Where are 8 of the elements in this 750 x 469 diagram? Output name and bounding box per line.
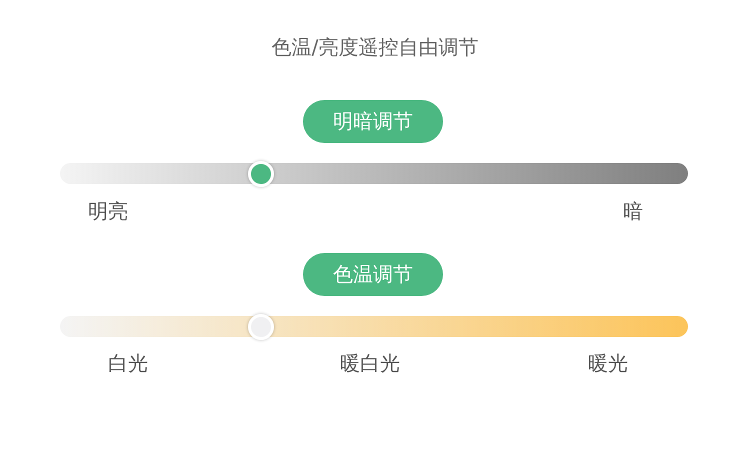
slider-end-label: 暖光	[588, 350, 628, 377]
slider-end-label: 暖白光	[340, 350, 400, 377]
slider-end-label: 白光	[108, 350, 148, 377]
slider-end-label: 明亮	[88, 198, 128, 225]
slider-end-label: 暗	[623, 198, 643, 225]
section-heading-pill: 色温调节	[303, 253, 443, 296]
title: 色温/亮度遥控自由调节	[270, 34, 480, 61]
section-heading-pill: 明暗调节	[303, 100, 443, 143]
